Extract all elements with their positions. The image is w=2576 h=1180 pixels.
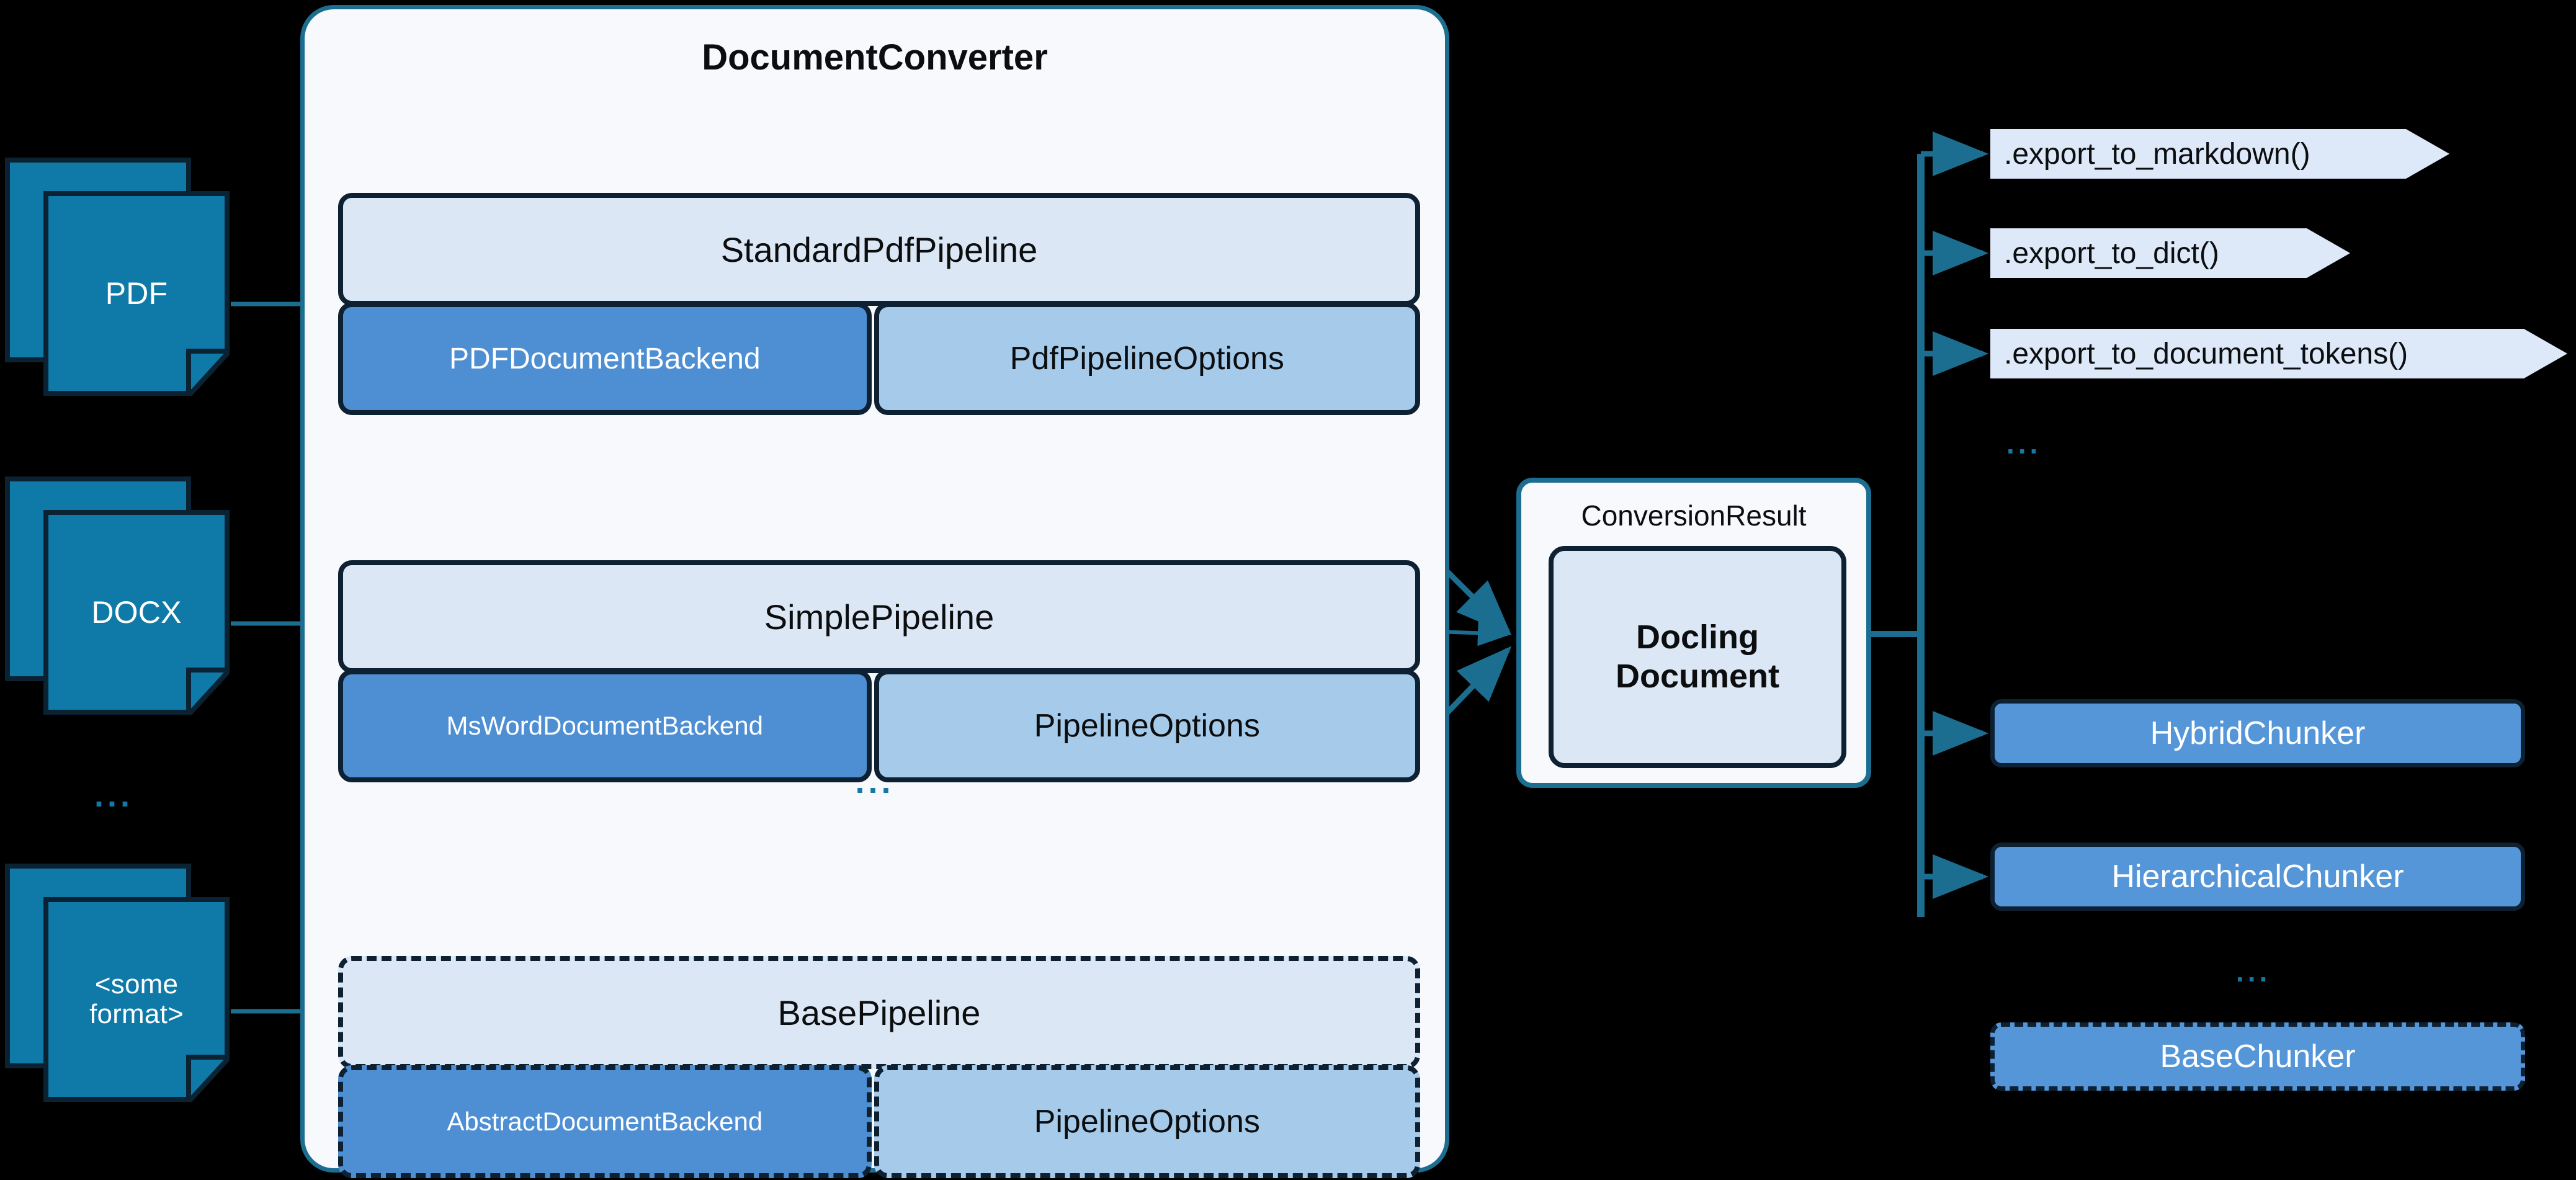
pipeline-group-standardpdfpipeline[interactable]: StandardPdfPipeline PDFDocumentBackend P… [338,193,1420,415]
inputs-ellipsis: ... [94,777,134,814]
input-document-docx[interactable]: DOCX [5,476,236,722]
input-document-some-format[interactable]: <some format> [5,864,236,1109]
input-label-some-format: <some format> [83,970,190,1029]
docling-document-line2: Document [1615,658,1779,695]
document-stack-front-page: <some format> [43,897,230,1102]
pipeline-name-simplepipeline[interactable]: SimplePipeline [338,560,1420,673]
backend-pdfdocumentbackend[interactable]: PDFDocumentBackend [338,302,872,415]
input-document-pdf[interactable]: PDF [5,158,236,403]
input-label-pdf: PDF [105,276,168,311]
export-to-markdown-arrow[interactable]: .export_to_markdown() [1990,129,2449,179]
export-to-markdown-label: .export_to_markdown() [2004,137,2310,171]
pipeline-components-row: MsWordDocumentBackend PipelineOptions [338,669,1420,782]
export-to-document-tokens-label: .export_to_document_tokens() [2004,337,2408,370]
pipeline-components-row: PDFDocumentBackend PdfPipelineOptions [338,302,1420,415]
document-stack-front-page: PDF [43,191,230,396]
conversion-result-title: ConversionResult [1581,499,1807,532]
docling-document-box[interactable]: Docling Document [1549,546,1846,768]
chunker-hierarchicalchunker[interactable]: HierarchicalChunker [1990,843,2525,911]
chunkers-ellipsis: ... [2236,955,2271,988]
chunker-hierarchicalchunker-label: HierarchicalChunker [2111,859,2404,895]
export-to-dict-label: .export_to_dict() [2004,236,2219,270]
docling-document-line1: Docling [1635,619,1759,656]
backend-abstractdocumentbackend[interactable]: AbstractDocumentBackend [338,1065,872,1178]
export-to-document-tokens-arrow[interactable]: .export_to_document_tokens() [1990,329,2567,378]
conversion-result-container: ConversionResult Docling Document [1516,478,1871,788]
pipeline-group-basepipeline[interactable]: BasePipeline AbstractDocumentBackend Pip… [338,956,1420,1178]
document-stack-front-page: DOCX [43,510,230,715]
pipeline-group-simplepipeline[interactable]: SimplePipeline MsWordDocumentBackend Pip… [338,560,1420,782]
backend-msworddocumentbackend[interactable]: MsWordDocumentBackend [338,669,872,782]
document-converter-container: DocumentConverter StandardPdfPipeline PD… [300,5,1449,1178]
input-label-docx: DOCX [91,595,182,630]
options-pdfpipelineoptions[interactable]: PdfPipelineOptions [874,302,1420,415]
chunker-basechunker[interactable]: BaseChunker [1990,1022,2525,1091]
options-pipelineoptions[interactable]: PipelineOptions [874,1065,1420,1178]
chunker-hybridchunker-label: HybridChunker [2150,715,2366,751]
pipeline-name-standardpdfpipeline[interactable]: StandardPdfPipeline [338,193,1420,306]
chunker-hybridchunker[interactable]: HybridChunker [1990,699,2525,767]
input-label-some-format-line1: <some [94,969,179,1000]
options-pipelineoptions[interactable]: PipelineOptions [874,669,1420,782]
chunker-basechunker-label: BaseChunker [2160,1039,2356,1075]
docling-document-label: Docling Document [1616,618,1779,695]
input-label-some-format-line2: format> [89,999,184,1029]
pipeline-name-basepipeline[interactable]: BasePipeline [338,956,1420,1069]
export-to-dict-arrow[interactable]: .export_to_dict() [1990,228,2350,278]
document-converter-title: DocumentConverter [702,37,1048,78]
exports-ellipsis: ... [2006,427,2042,460]
converter-pipelines-ellipsis: ... [855,763,895,800]
pipeline-components-row: AbstractDocumentBackend PipelineOptions [338,1065,1420,1178]
